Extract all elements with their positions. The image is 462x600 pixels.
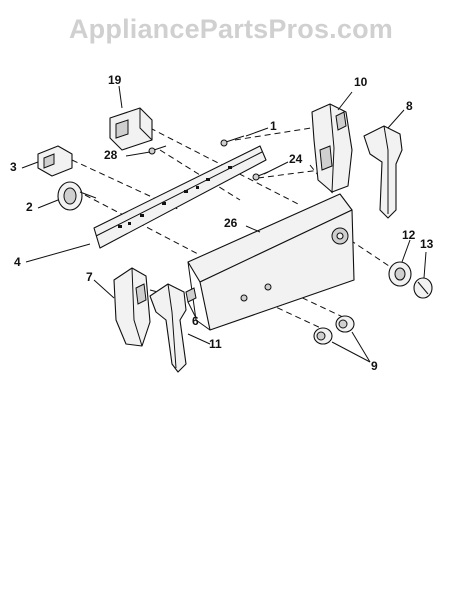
callout-6: 6 [192,314,199,328]
part-4-control-bracket [93,145,267,249]
part-3-block [37,145,73,177]
part-12-bezel [388,261,412,287]
callout-1: 1 [270,119,277,133]
callout-28: 28 [104,148,118,162]
part-2-rotary-switch [57,181,97,211]
part-13-knob [413,277,433,299]
callout-9: 9 [371,359,378,373]
callout-10: 10 [354,75,368,89]
callout-7: 7 [86,270,93,284]
part-9-knobs [313,315,355,345]
callout-19: 19 [108,73,122,87]
callout-24: 24 [289,152,303,166]
callout-11: 11 [209,337,222,351]
part-11-left-end-cap [149,283,187,373]
callout-13: 13 [420,237,434,251]
callout-12: 12 [402,228,416,242]
part-19-relay [109,107,153,151]
part-6-clip [185,287,197,303]
part-10-end-bracket [311,103,353,193]
screws [148,135,269,181]
part-7-left-bracket [113,267,151,347]
watermark-logo: AppliancePartsPros.com [68,14,393,44]
callout-2: 2 [26,200,33,214]
part-26-console-panel [187,193,355,331]
callout-26: 26 [224,216,238,230]
callout-8: 8 [406,99,413,113]
part-8-end-cap [363,125,403,219]
callout-leaders [21,85,427,363]
callout-3: 3 [10,160,17,174]
callout-4: 4 [14,255,21,269]
